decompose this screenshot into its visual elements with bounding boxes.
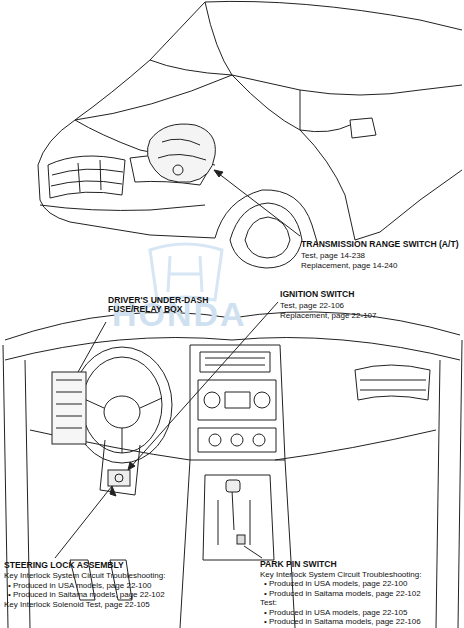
page-reference: Key Interlock Solenoid Test, page 22-105 xyxy=(4,600,150,609)
steering-lock xyxy=(108,470,130,486)
page-reference: Replacement, page 22-107 xyxy=(280,311,377,320)
car-outline xyxy=(38,1,462,268)
page-reference: Test, page 22-106 xyxy=(280,301,344,310)
part-name: STEERING LOCK ASSEMBLY xyxy=(4,561,124,570)
dashboard xyxy=(3,312,462,628)
part-name: TRANSMISSION RANGE SWITCH (A/T) xyxy=(301,240,459,249)
page-reference: • Produced in Saitama models, page 22-10… xyxy=(264,589,421,598)
part-name: DRIVER'S UNDER-DASH FUSE/RELAY BOX xyxy=(108,296,220,315)
transmission xyxy=(147,124,215,182)
part-name: IGNITION SWITCH xyxy=(280,290,354,299)
page-reference: • Produced in USA models, page 22-100 xyxy=(264,579,407,588)
page-reference: • Produced in USA models, page 22-105 xyxy=(264,608,407,617)
page-reference: Test: xyxy=(260,598,277,607)
page-reference: • Produced in Saitama models, page 22-10… xyxy=(8,590,165,599)
page-reference: Key Interlock System Circuit Troubleshoo… xyxy=(4,571,165,580)
page-reference: Test, page 14-238 xyxy=(301,251,365,260)
page-reference: • Produced in USA models, page 22-100 xyxy=(8,581,151,590)
park-pin-switch xyxy=(237,535,245,544)
leader-lines xyxy=(55,170,300,558)
watermark-logo xyxy=(150,244,222,300)
part-name: PARK PIN SWITCH xyxy=(260,560,337,569)
page-reference: Key Interlock System Circuit Troubleshoo… xyxy=(260,570,421,579)
fuse-box xyxy=(52,372,86,444)
page-reference: Replacement, page 14-240 xyxy=(301,261,398,270)
page-reference: • Produced in Saitama models, page 22-10… xyxy=(264,617,421,626)
